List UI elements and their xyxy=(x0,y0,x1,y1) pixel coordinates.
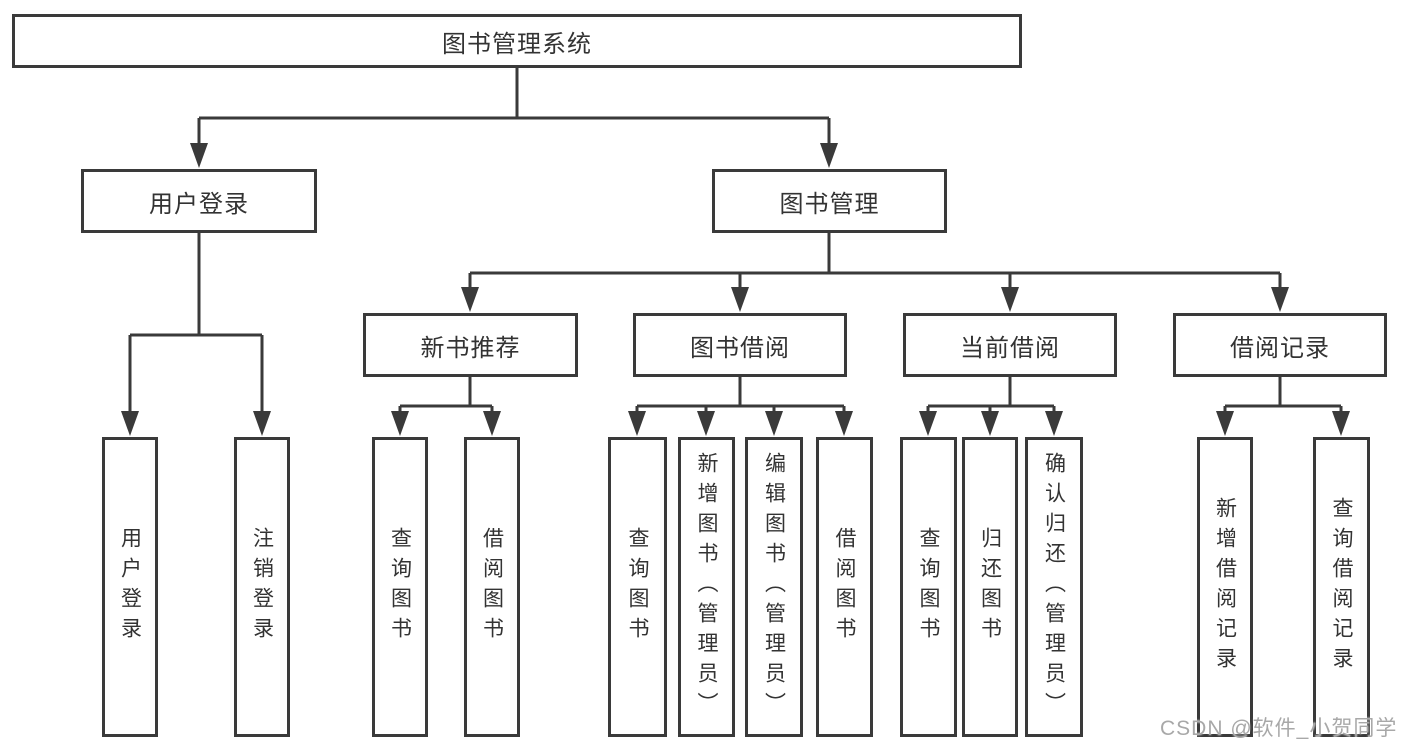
node-label: 图书管理系统 xyxy=(442,30,592,58)
node-label: 图书借阅 xyxy=(690,334,790,362)
node-borrow-records: 借阅记录 xyxy=(1173,313,1387,377)
node-label: 新书推荐 xyxy=(420,334,521,362)
node-current-borrow: 当前借阅 xyxy=(903,313,1117,377)
arrowheads xyxy=(121,143,1350,436)
node-label: 借阅图书 xyxy=(480,527,504,647)
node-label: 借阅记录 xyxy=(1230,334,1330,362)
leaf-current-confirm-return-admin: 确认归还（管理员） xyxy=(1025,437,1083,737)
node-label: 查询图书 xyxy=(388,527,412,647)
node-label: 用户登录 xyxy=(118,527,142,647)
csdn-watermark: CSDN @软件_小贺同学 xyxy=(1160,717,1398,740)
node-label: 归还图书 xyxy=(978,527,1002,647)
connector-borrow-to-leaves xyxy=(635,377,846,414)
connector-records-to-leaves xyxy=(1223,377,1343,414)
leaf-current-return-book: 归还图书 xyxy=(962,437,1018,737)
leaf-newrec-borrow-book: 借阅图书 xyxy=(464,437,520,737)
node-label: 当前借阅 xyxy=(960,334,1060,362)
leaf-records-add-record: 新增借阅记录 xyxy=(1197,437,1253,737)
connector-userlogin-to-leaves xyxy=(128,233,264,414)
node-book-management: 图书管理 xyxy=(712,169,947,233)
leaf-borrow-add-book-admin: 新增图书（管理员） xyxy=(678,437,735,737)
connector-bookmgmt-to-level3 xyxy=(468,233,1282,290)
node-book-borrow: 图书借阅 xyxy=(633,313,847,377)
node-label: 图书管理 xyxy=(779,190,880,218)
leaf-newrec-query-book: 查询图书 xyxy=(372,437,428,737)
leaf-user-login: 用户登录 xyxy=(102,437,158,737)
node-label: 编辑图书（管理员） xyxy=(762,452,786,722)
node-new-book-recommend: 新书推荐 xyxy=(363,313,578,377)
node-root: 图书管理系统 xyxy=(12,14,1022,68)
leaf-borrow-query-book: 查询图书 xyxy=(608,437,667,737)
leaf-records-query-record: 查询借阅记录 xyxy=(1313,437,1370,737)
leaf-borrow-borrow-book: 借阅图书 xyxy=(816,437,873,737)
node-label: 用户登录 xyxy=(149,190,249,218)
connector-root-to-level2 xyxy=(197,68,831,146)
leaf-logout: 注销登录 xyxy=(234,437,290,737)
node-label: 查询借阅记录 xyxy=(1330,497,1353,677)
node-label: 新增借阅记录 xyxy=(1213,497,1237,677)
leaf-borrow-edit-book-admin: 编辑图书（管理员） xyxy=(745,437,803,737)
node-label: 新增图书（管理员） xyxy=(695,452,718,722)
connector-newrec-to-leaves xyxy=(398,377,494,414)
node-label: 查询图书 xyxy=(626,527,649,647)
node-label: 确认归还（管理员） xyxy=(1042,452,1066,722)
node-label: 注销登录 xyxy=(250,527,274,647)
leaf-current-query-book: 查询图书 xyxy=(900,437,957,737)
node-label: 借阅图书 xyxy=(833,527,856,647)
node-label: 查询图书 xyxy=(917,527,940,647)
node-user-login: 用户登录 xyxy=(81,169,317,233)
connector-current-to-leaves xyxy=(926,377,1056,414)
